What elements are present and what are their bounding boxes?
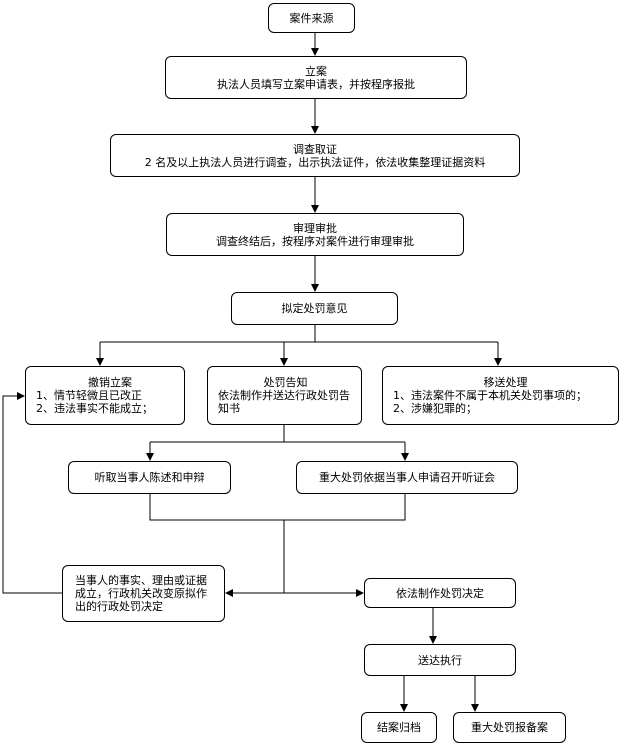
proposal-box: 拟定处罚意见 (231, 292, 398, 325)
hearing-box: 重大处罚依据当事人申请召开听证会 (296, 461, 518, 494)
archive-box: 结案归档 (361, 712, 437, 743)
case-source-box: 案件来源 (268, 3, 355, 33)
transfer-title: 移送处理 (483, 376, 528, 389)
review-desc: 调查终结后，按程序对案件进行审理审批 (216, 234, 414, 248)
transfer-item-2: 2、涉嫌犯罪的； (393, 402, 477, 415)
notice-title: 处罚告知 (263, 376, 308, 389)
case-source-title: 案件来源 (289, 11, 334, 25)
revoke-item-1: 1、情节轻微且已改正 (36, 389, 142, 402)
report-box: 重大处罚报备案 (453, 712, 566, 743)
archive-title: 结案归档 (377, 721, 421, 734)
transfer-item-1: 1、违法案件不属于本机关处罚事项的； (393, 389, 587, 402)
facts-established-box: 当事人的事实、理由或证据成立，行政机关改变原拟作出的行政处罚决定 (62, 565, 225, 622)
investigation-desc: 2 名及以上执法人员进行调查，出示执法证件，依法收集整理证据资料 (144, 155, 486, 169)
investigation-title: 调查取证 (293, 142, 337, 156)
notice-desc: 依法制作并送达行政处罚告知书 (218, 389, 350, 415)
arrow-facts-to-revoke (2, 392, 62, 594)
hearing-title: 重大处罚依据当事人申请召开听证会 (319, 471, 495, 484)
execution-box: 送达执行 (364, 644, 516, 676)
facts-established-title: 当事人的事实、理由或证据成立，行政机关改变原拟作出的行政处罚决定 (75, 574, 207, 613)
transfer-box: 移送处理 1、违法案件不属于本机关处罚事项的； 2、涉嫌犯罪的； (382, 366, 619, 425)
line-merge (149, 494, 406, 521)
hear-statement-box: 听取当事人陈述和申辩 (68, 461, 231, 494)
execution-title: 送达执行 (418, 653, 462, 667)
review-box: 审理审批 调查终结后，按程序对案件进行审理审批 (166, 213, 464, 256)
revoke-box: 撤销立案 1、情节轻微且已改正 2、违法事实不能成立； (25, 366, 185, 425)
report-title: 重大处罚报备案 (471, 721, 548, 734)
decision-title: 依法制作处罚决定 (396, 586, 484, 600)
review-title: 审理审批 (293, 221, 337, 235)
hear-statement-title: 听取当事人陈述和申辩 (94, 471, 205, 484)
proposal-title: 拟定处罚意见 (281, 302, 348, 315)
filing-title: 立案 (305, 64, 327, 78)
filing-desc: 执法人员填写立案申请表，并按程序报批 (217, 77, 415, 91)
filing-box: 立案 执法人员填写立案申请表，并按程序报批 (165, 56, 467, 99)
decision-box: 依法制作处罚决定 (364, 578, 516, 608)
revoke-title: 撤销立案 (88, 376, 132, 389)
revoke-item-2: 2、违法事实不能成立； (36, 402, 153, 415)
notice-box: 处罚告知 依法制作并送达行政处罚告知书 (207, 366, 362, 425)
investigation-box: 调查取证 2 名及以上执法人员进行调查，出示执法证件，依法收集整理证据资料 (110, 134, 520, 177)
